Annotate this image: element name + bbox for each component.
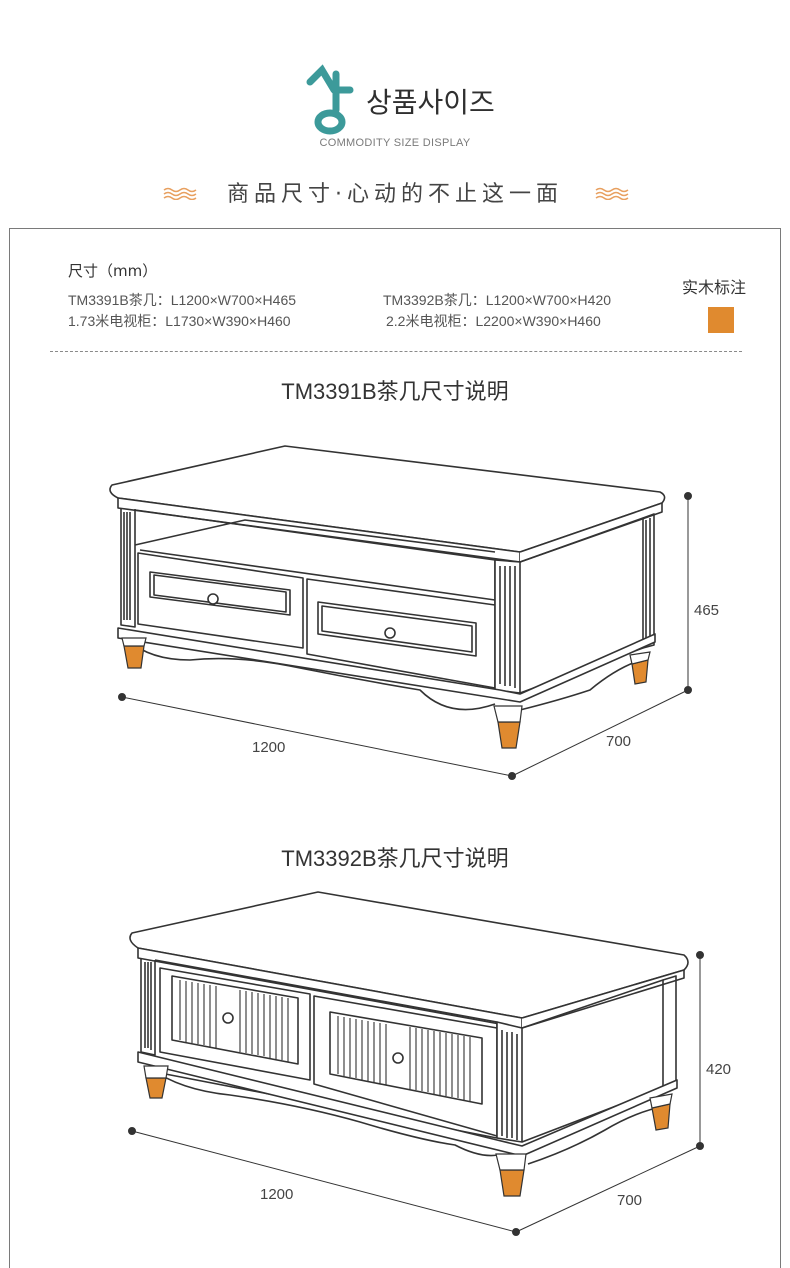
spec-left-1: TM3391B茶几：L1200×W700×H465 [68,292,297,308]
section2-length-label: 1200 [260,1186,294,1203]
section2-title: TM3392B茶几尺寸说明 [281,846,509,871]
logo-korean-text: 상품사이즈 [366,86,495,119]
section1-length-label: 1200 [252,739,286,756]
slogan-text: 商品尺寸·心动的不止这一面 [227,182,563,207]
section1-title: TM3391B茶几尺寸说明 [281,379,509,404]
section1-height-label: 465 [694,602,720,619]
spec-left-2: 1.73米电视柜：L1730×W390×H460 [68,313,291,329]
section2-width-label: 700 [617,1192,643,1209]
spec-right-2: 2.2米电视柜：L2200×W390×H460 [386,313,601,329]
logo-subtitle: COMMODITY SIZE DISPLAY [319,137,471,149]
section1-width-label: 700 [606,733,632,750]
section2-height-label: 420 [706,1061,732,1078]
dashed-divider [50,351,742,352]
wave-decoration-left [163,187,197,200]
content-frame [9,228,781,1268]
legend-label: 实木标注 [682,278,747,297]
spec-title: 尺寸（mm） [68,262,158,280]
legend-swatch-solid-wood [708,307,734,333]
spec-right-1: TM3392B茶几：L1200×W700×H420 [383,292,612,308]
wave-decoration-right [595,187,629,200]
logo-korean-title: 상품사이즈 [306,64,495,135]
